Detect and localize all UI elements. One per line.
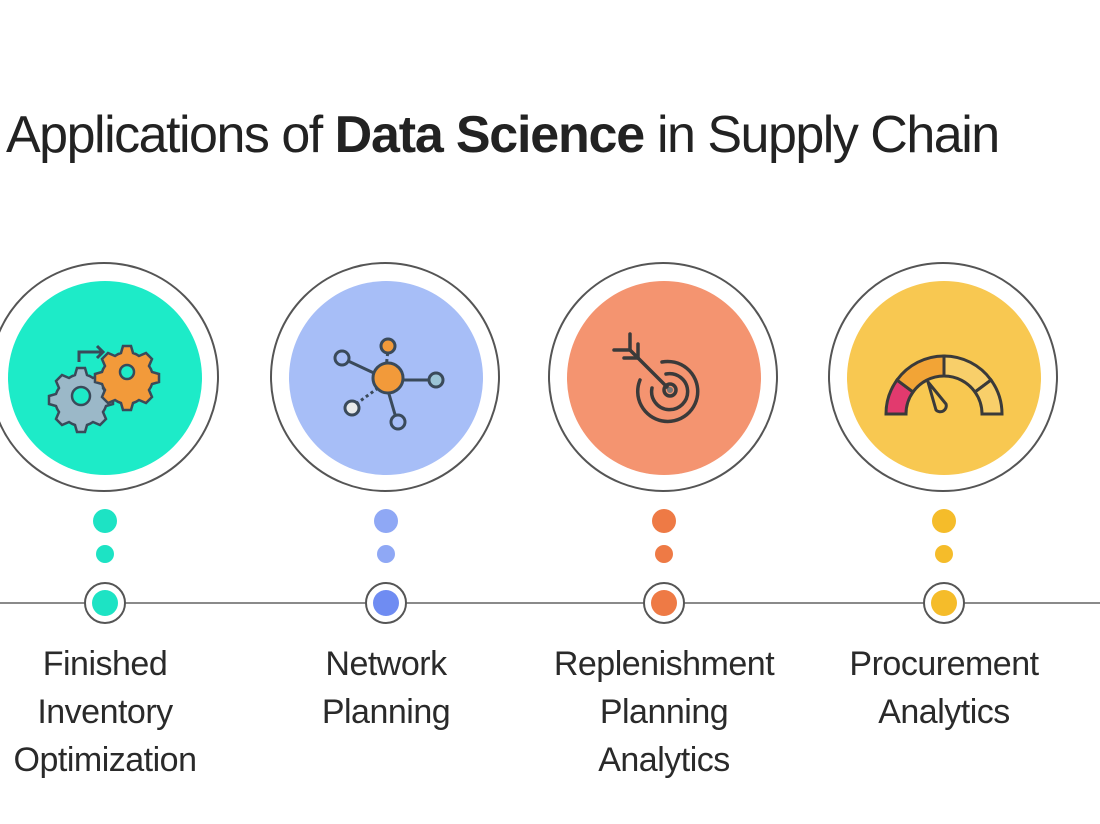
connector-dot-small [96,545,114,563]
page-title: Applications of Data Science in Supply C… [6,100,1000,170]
connector-dot-small [655,545,673,563]
step-label: Network Planning [256,640,516,736]
icon-background [567,281,761,475]
gauge-icon [884,354,1004,416]
timeline-node-fill [92,590,118,616]
label-line: Replenishment [553,645,775,683]
label-line: Inventory [37,693,173,731]
label-line: Network [325,645,447,683]
label-line: Optimization [13,741,197,779]
step-label: Finished Inventory Optimization [0,640,235,784]
label-line: Finished [42,645,168,683]
step-label: Procurement Analytics [814,640,1074,736]
timeline-node-fill [651,590,677,616]
label-line: Analytics [878,693,1010,731]
connector-dot-large [374,509,398,533]
label-line: Planning [321,693,451,731]
timeline-node-fill [373,590,399,616]
connector-dot-small [377,545,395,563]
title-prefix: Applications of [6,106,335,164]
label-line: Procurement [849,645,1039,683]
network-icon [333,337,445,431]
timeline-line [0,602,1100,604]
connector-dot-large [93,509,117,533]
target-icon [612,332,700,424]
timeline-node-fill [931,590,957,616]
gears-icon [47,344,161,434]
title-suffix: in Supply Chain [644,106,1000,164]
connector-dot-large [932,509,956,533]
label-line: Planning [599,693,729,731]
connector-dot-large [652,509,676,533]
icon-background [847,281,1041,475]
label-line: Analytics [598,741,730,779]
title-emphasis: Data Science [334,106,646,164]
connector-dot-small [935,545,953,563]
step-label: Replenishment Planning Analytics [534,640,794,784]
